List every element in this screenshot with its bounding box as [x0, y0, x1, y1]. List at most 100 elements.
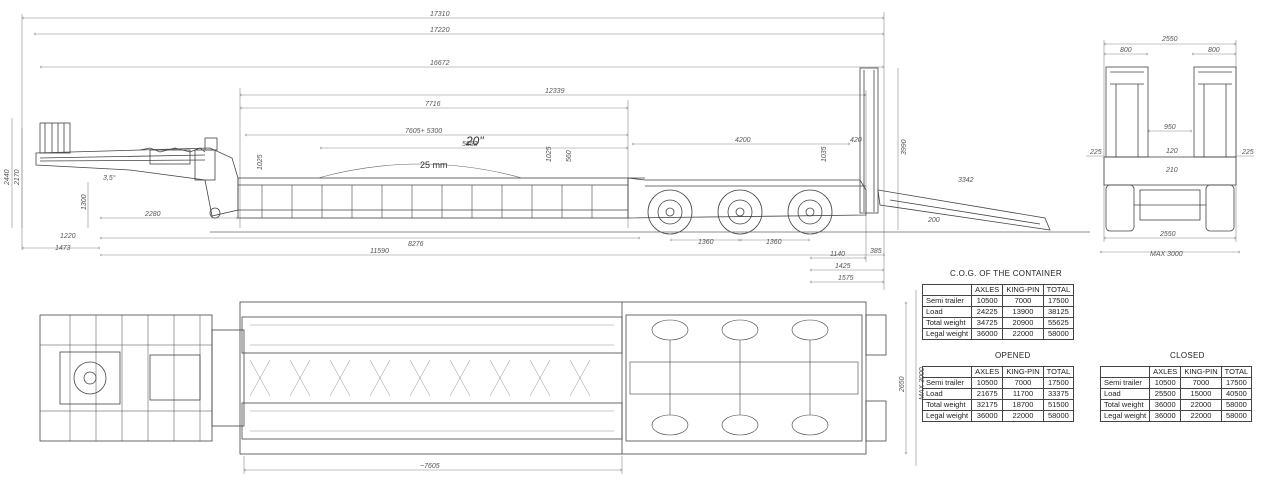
table-header-cell: AXLES	[971, 366, 1004, 378]
table-cell: 25500	[1149, 388, 1182, 400]
closed-table-title: CLOSED	[1170, 351, 1205, 360]
table-header-row: AXLES KING-PIN TOTAL	[921, 284, 1075, 296]
rear-dim-225-left: 225	[1089, 149, 1102, 156]
table-cell: 21675	[971, 388, 1004, 400]
table-header-cell	[921, 366, 973, 378]
opened-table-title: OPENED	[995, 351, 1031, 360]
table-header-row: AXLES KING-PIN TOTAL	[1099, 366, 1253, 378]
dim-3342: 3342	[958, 177, 974, 184]
dim-1025-b: 1025	[546, 146, 553, 162]
table-header-cell	[1099, 366, 1151, 378]
table-header-cell: TOTAL	[1042, 366, 1075, 378]
rear-dim-800-right: 800	[1208, 47, 1220, 54]
dim-16672: 16672	[430, 60, 450, 67]
table-header-cell: KING-PIN	[1002, 284, 1044, 296]
row-label: Legal weight	[1099, 410, 1151, 422]
row-label: Legal weight	[921, 410, 973, 422]
dim-1473: 1473	[55, 245, 71, 252]
dimension-lines	[11, 12, 899, 290]
container-label: 20"	[465, 134, 484, 148]
row-label: Total weight	[1099, 399, 1151, 411]
row-label: Semi trailer	[1099, 377, 1151, 389]
wheel	[647, 189, 693, 235]
plan-view-dimensions: ~7605 2650 MAX 3000	[420, 367, 926, 470]
dim-560: 560	[566, 150, 573, 162]
table-cell: 10500	[971, 295, 1004, 307]
table-cell: 18700	[1002, 399, 1044, 411]
table-header-cell: AXLES	[1149, 366, 1182, 378]
rear-dim-800-left: 800	[1120, 47, 1132, 54]
lowbed-deck	[237, 163, 645, 219]
table-header-cell: KING-PIN	[1180, 366, 1222, 378]
dim-2440: 2440	[4, 169, 11, 186]
table-cell: 36000	[971, 410, 1004, 422]
row-label: Load	[921, 306, 973, 318]
side-view-dimensions: 17310 17220 16672 12339 7716 7605+ 5300 …	[4, 11, 974, 282]
dim-420: 420	[850, 137, 862, 144]
gooseneck	[35, 122, 239, 219]
table-cell: 10500	[1149, 377, 1182, 389]
rear-dim-2550-top: 2550	[1161, 36, 1178, 43]
gooseneck-angle: 3,5°	[103, 174, 116, 182]
side-view	[11, 12, 1090, 290]
plan-view	[39, 290, 917, 474]
rear-dim-max-3000: MAX 3000	[1150, 251, 1183, 258]
dim-1360-a: 1360	[698, 239, 714, 246]
table-cell: 24225	[971, 306, 1004, 318]
ramps	[859, 67, 1051, 231]
table-cell: 55625	[1042, 317, 1075, 329]
rear-dim-2550-bottom: 2550	[1159, 231, 1176, 238]
row-label: Total weight	[921, 399, 973, 411]
table-cell: 33375	[1042, 388, 1075, 400]
table-cell: 58000	[1042, 328, 1075, 340]
plate-thickness-label: 25 mm	[420, 160, 448, 170]
dim-385: 385	[870, 248, 882, 255]
dim-7605: 7605+ 5300	[405, 128, 442, 135]
wheel	[717, 189, 763, 235]
cog-table-title: C.O.G. OF THE CONTAINER	[950, 269, 1062, 278]
dim-7716: 7716	[425, 101, 441, 108]
row-label: Semi trailer	[921, 377, 973, 389]
row-label: Semi trailer	[921, 295, 973, 307]
dim-1025-a: 1025	[257, 154, 264, 170]
dim-1140: 1140	[830, 251, 845, 258]
table-cell: 7000	[1180, 377, 1222, 389]
table-cell: 10500	[971, 377, 1004, 389]
table-cell: 22000	[1002, 328, 1044, 340]
row-label: Total weight	[921, 317, 973, 329]
dim-12339: 12339	[545, 88, 565, 95]
plan-dim-7605: ~7605	[420, 463, 440, 470]
table-cell: 7000	[1002, 377, 1044, 389]
table-cell: 22000	[1180, 399, 1222, 411]
dim-1035: 1035	[821, 146, 828, 162]
table-header-cell: AXLES	[971, 284, 1004, 296]
dim-1300: 1300	[81, 194, 88, 210]
dim-1575: 1575	[838, 275, 854, 282]
table-cell: 36000	[1149, 410, 1182, 422]
dim-5853: 5853	[462, 141, 478, 148]
table-cell: 7000	[1002, 295, 1044, 307]
dim-2170: 2170	[14, 169, 21, 186]
dim-3990: 3990	[901, 139, 908, 155]
dim-4200: 4200	[735, 137, 751, 144]
wheel	[787, 189, 833, 235]
table-header-cell: TOTAL	[1042, 284, 1075, 296]
table-header-cell	[921, 284, 973, 296]
plan-dim-2650: 2650	[899, 376, 906, 393]
dim-2280: 2280	[144, 211, 161, 218]
dim-8276: 8276	[408, 241, 424, 248]
